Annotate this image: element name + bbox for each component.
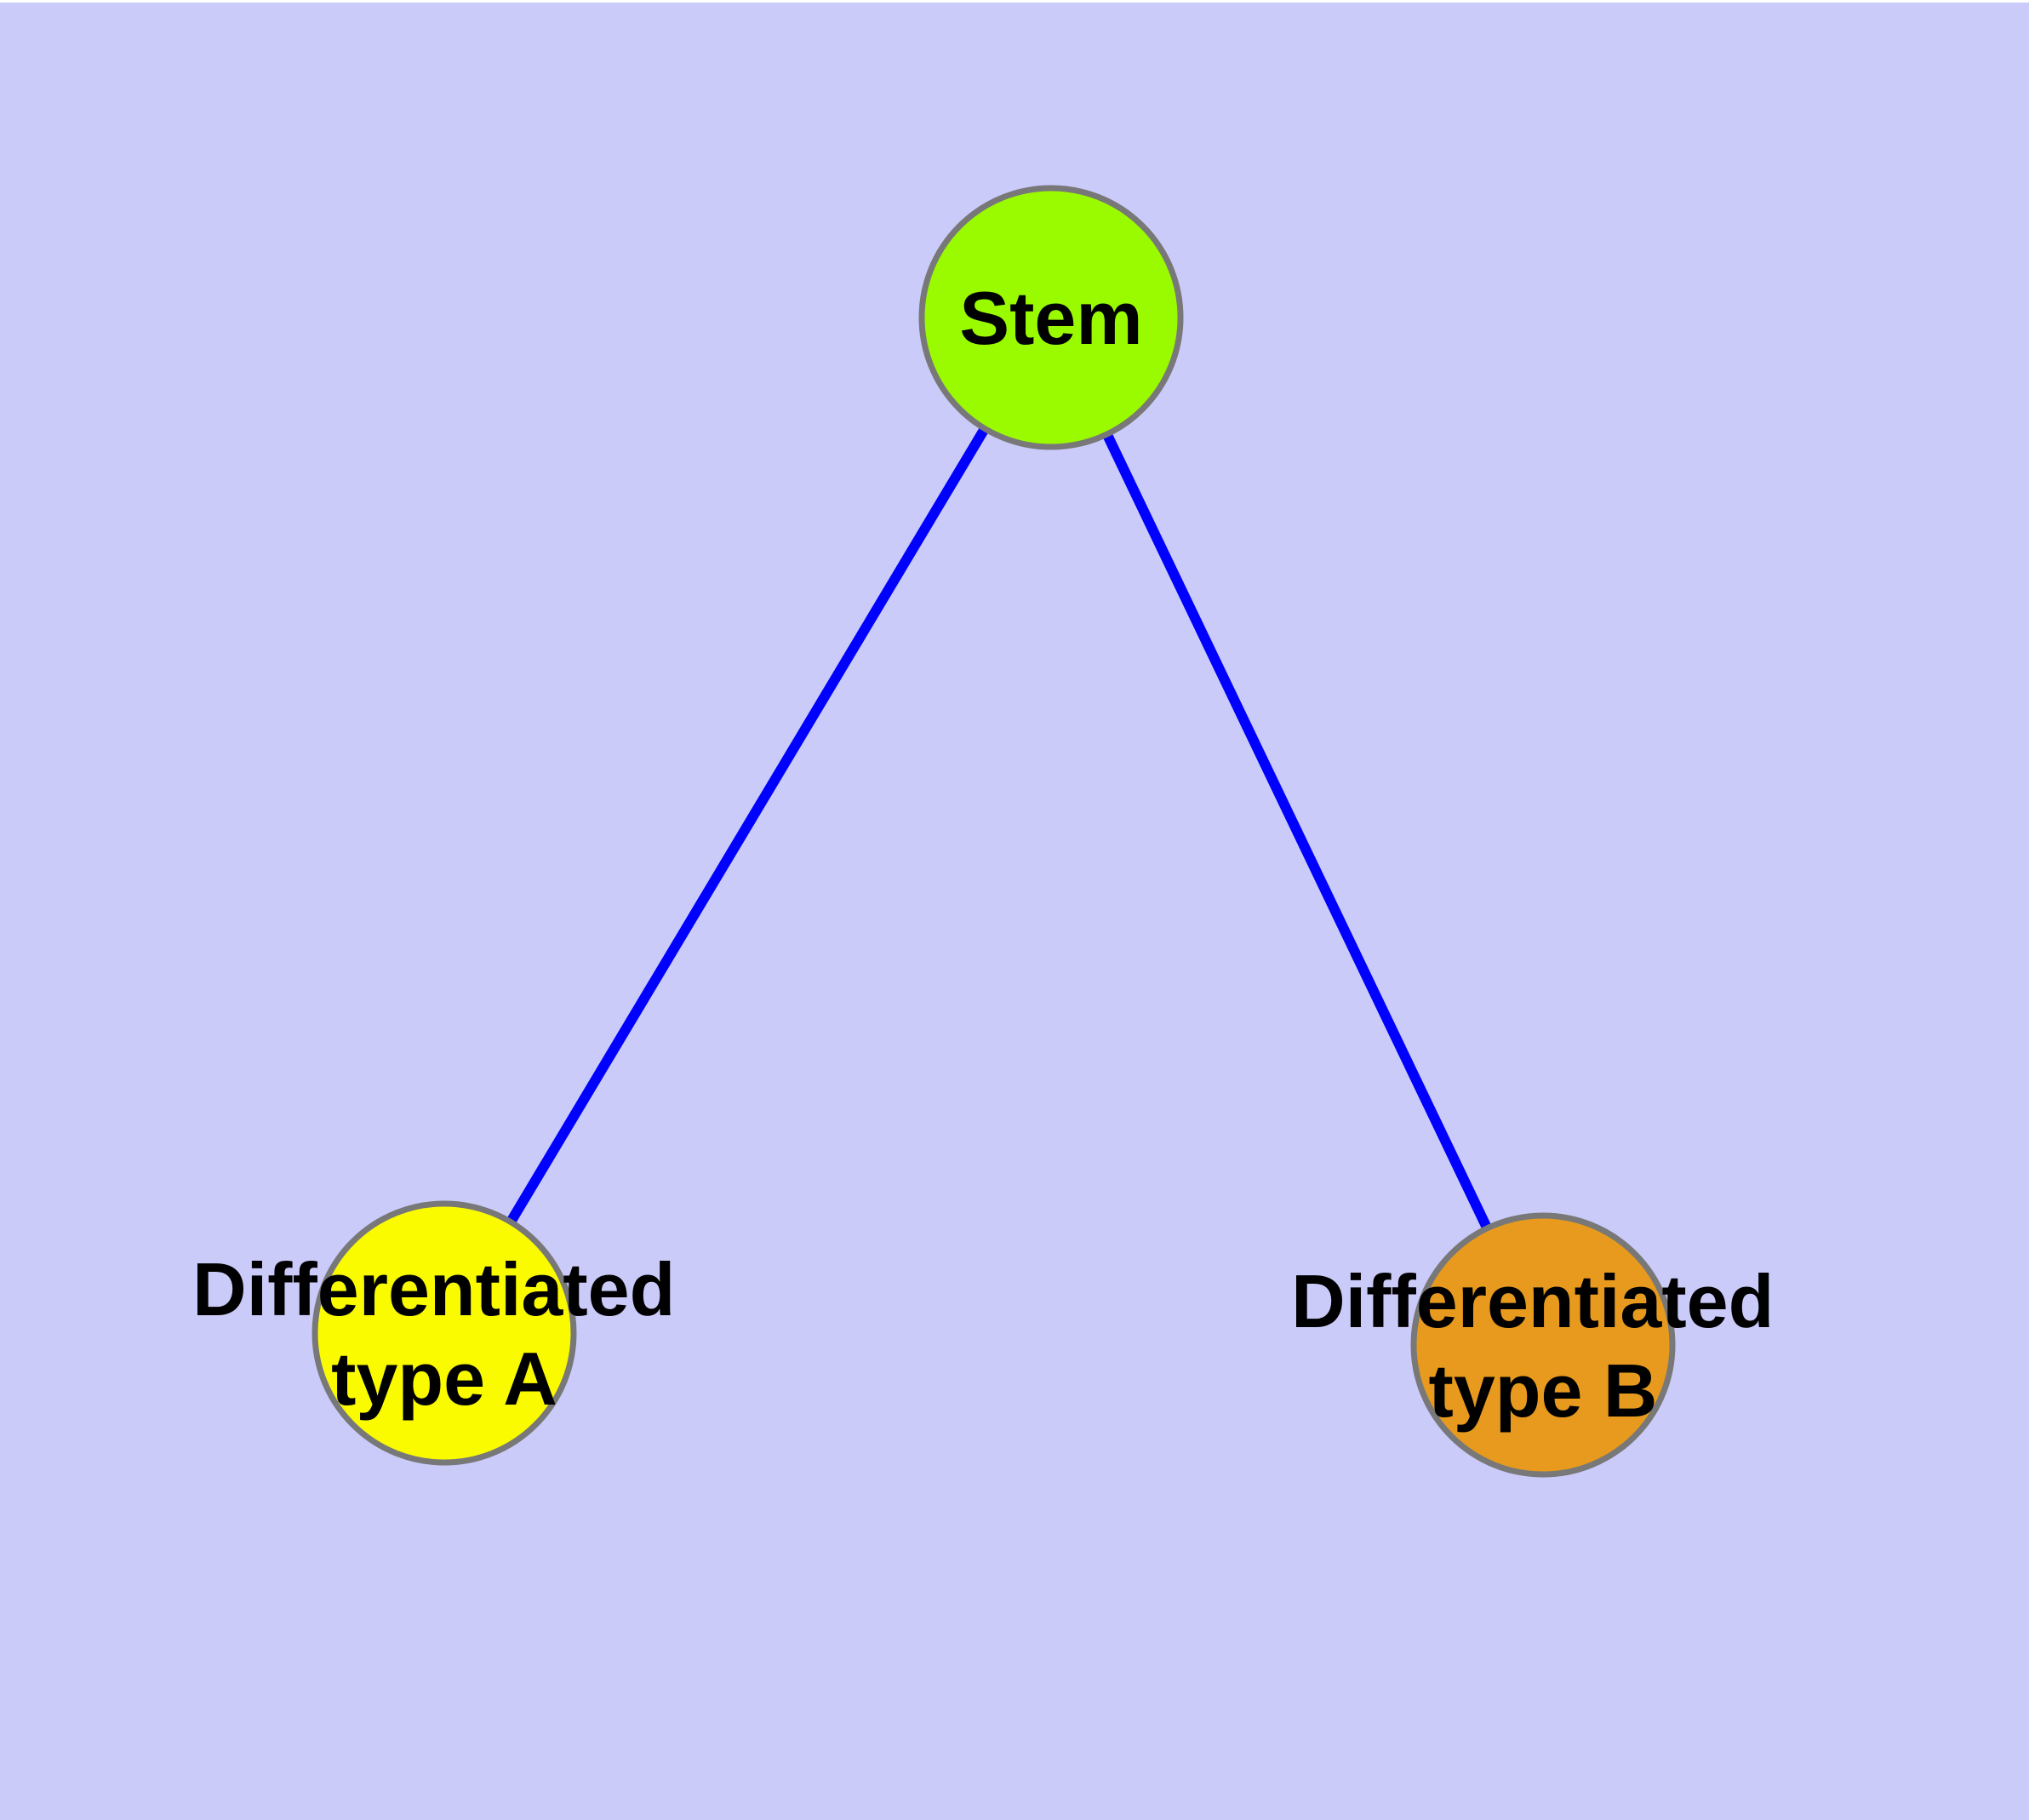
- node-stem-circle: [918, 185, 1184, 450]
- edge-stem-to-type-a: [439, 314, 1056, 1336]
- node-type-a-label-line2: type A: [331, 1336, 557, 1421]
- edge-group: [439, 314, 1548, 1348]
- node-type-b-label-line1: Differentiated: [1291, 1259, 1774, 1343]
- node-type-a-circle: [311, 1200, 577, 1466]
- node-type-b-label-line2: type B: [1429, 1348, 1658, 1433]
- label-group: Stem Differentiated type A Differentiate…: [192, 276, 1795, 1433]
- node-differentiated-type-b: [1410, 1212, 1676, 1478]
- node-stem: [918, 185, 1184, 450]
- node-type-b-circle: [1410, 1212, 1676, 1478]
- edge-stem-to-type-b: [1046, 315, 1548, 1348]
- node-type-a-label-line1: Differentiated: [192, 1247, 675, 1331]
- node-differentiated-type-a: [311, 1200, 577, 1466]
- node-type-a-label: Differentiated type A: [192, 1247, 696, 1421]
- node-type-b-label: Differentiated type B: [1291, 1259, 1795, 1433]
- node-stem-label: Stem: [959, 276, 1142, 360]
